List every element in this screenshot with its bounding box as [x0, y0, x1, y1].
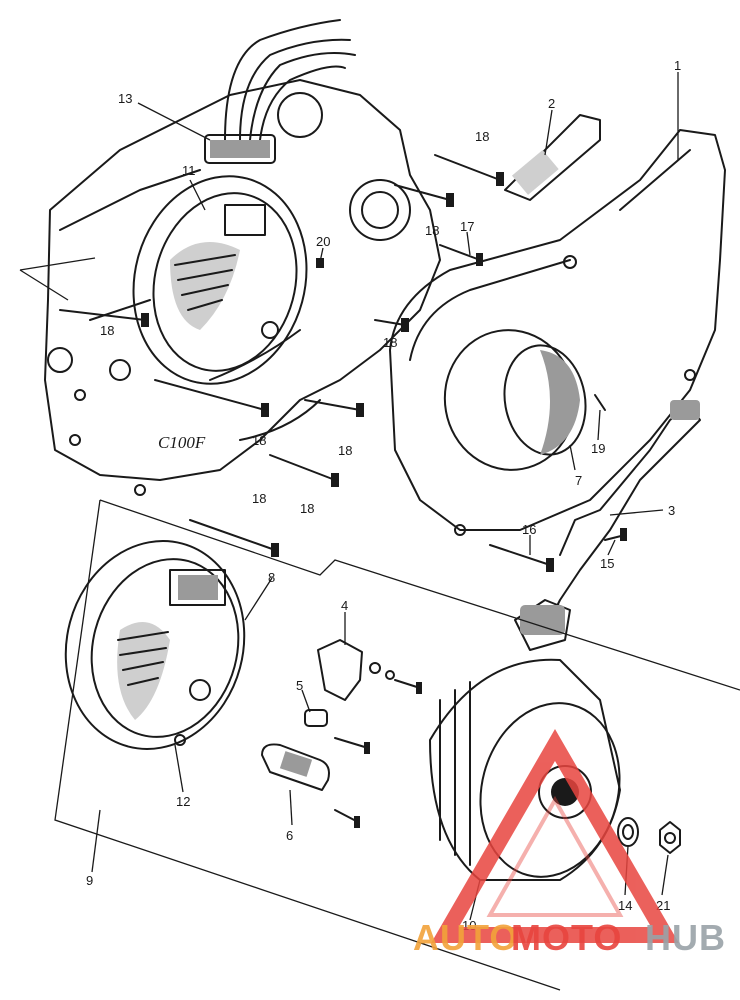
label-part-18: 18: [252, 433, 266, 448]
stator-on-engine: [132, 175, 308, 385]
part-number-labels: 1 2 3 4 5 6 7 8 9 10 11 12 13 14 15 16 1…: [86, 58, 681, 933]
wiring-harness: [204, 19, 356, 164]
label-part-9: 9: [86, 873, 93, 888]
long-bolts: [59, 154, 504, 557]
left-crankcase-cover: [389, 129, 726, 536]
label-part-18: 18: [252, 491, 266, 506]
label-part-2: 2: [548, 96, 555, 111]
engine-model-marking: C100F: [158, 433, 206, 452]
label-part-18: 18: [425, 223, 439, 238]
label-part-18: 18: [338, 443, 352, 458]
label-part-16: 16: [522, 522, 536, 537]
label-part-18: 18: [475, 129, 489, 144]
stator-plate: [64, 540, 246, 750]
label-part-14: 14: [618, 898, 632, 913]
small-bolts: [316, 244, 627, 572]
lower-group-outline: [54, 499, 740, 991]
label-part-17: 17: [460, 219, 474, 234]
label-part-6: 6: [286, 828, 293, 843]
gear-shift-pedal: [514, 400, 701, 651]
label-part-4: 4: [341, 598, 348, 613]
label-part-20: 20: [316, 234, 330, 249]
condenser: [304, 709, 370, 754]
watermark-moto: MOTO: [511, 917, 622, 958]
contact-breaker: [317, 639, 422, 701]
label-part-13: 13: [118, 91, 132, 106]
label-part-12: 12: [176, 794, 190, 809]
label-part-15: 15: [600, 556, 614, 571]
label-part-5: 5: [296, 678, 303, 693]
label-part-18: 18: [100, 323, 114, 338]
label-part-19: 19: [591, 441, 605, 456]
label-part-8: 8: [268, 570, 275, 585]
watermark-wordmark: AUTO MOTO HUB: [413, 917, 726, 958]
label-part-3: 3: [668, 503, 675, 518]
engine-crankcase: C100F: [44, 79, 441, 496]
cover-clip: [504, 114, 601, 201]
watermark-logo: [431, 729, 679, 943]
label-part-18: 18: [300, 501, 314, 516]
watermark-hub: HUB: [645, 917, 726, 958]
label-part-7: 7: [575, 473, 582, 488]
label-part-21: 21: [656, 898, 670, 913]
label-part-11: 11: [182, 163, 196, 178]
label-part-1: 1: [674, 58, 681, 73]
label-part-18: 18: [383, 335, 397, 350]
watermark-auto: AUTO: [413, 917, 518, 958]
ignition-coil: [261, 743, 360, 828]
